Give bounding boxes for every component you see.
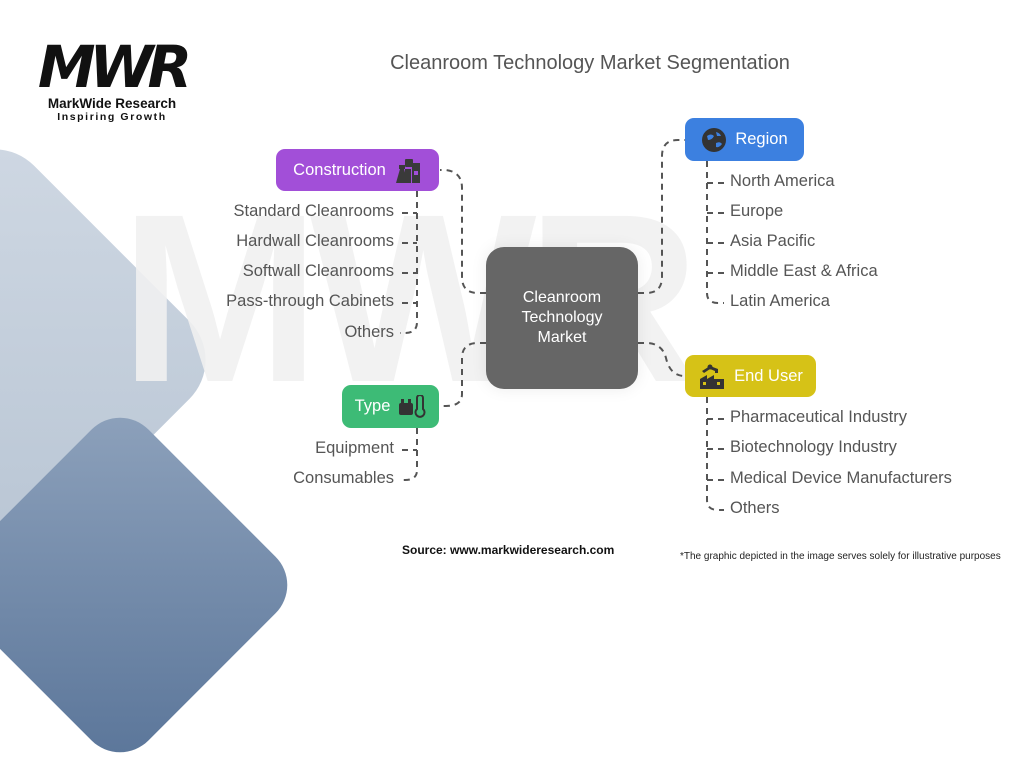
list-item: Equipment — [315, 439, 394, 457]
segment-label: Construction — [293, 160, 386, 179]
logo-mark: MWR — [37, 33, 192, 101]
construction-items: Standard Cleanrooms Hardwall Cleanrooms … — [150, 202, 394, 352]
brand-name: MarkWide Research — [47, 96, 177, 111]
segment-label: End User — [734, 366, 803, 385]
list-item: Latin America — [730, 292, 830, 310]
globe-icon — [702, 127, 727, 152]
list-item: Others — [730, 499, 780, 517]
type-items: Equipment Consumables — [150, 439, 394, 499]
center-line-3: Market — [537, 329, 587, 346]
brand-logo: MWR MarkWide Research Inspiring Growth — [34, 33, 192, 123]
list-item: Medical Device Manufacturers — [730, 469, 952, 487]
equipment-thermometer-icon — [399, 394, 426, 418]
segment-label: Type — [354, 397, 391, 415]
construction-tools-icon — [395, 159, 420, 183]
list-item: Pharmaceutical Industry — [730, 408, 907, 426]
disclaimer-note: *The graphic depicted in the image serve… — [680, 551, 1001, 562]
center-line-1: Cleanroom — [522, 289, 602, 306]
list-item: Consumables — [293, 469, 394, 487]
list-item: North America — [730, 172, 835, 190]
list-item: Asia Pacific — [730, 232, 816, 250]
diagram-title: Cleanroom Technology Market Segmentation — [390, 52, 790, 74]
list-item: Softwall Cleanrooms — [242, 262, 394, 280]
list-item: Standard Cleanrooms — [233, 202, 394, 220]
center-line-2: Technology — [521, 309, 603, 326]
list-item: Biotechnology Industry — [730, 438, 897, 456]
source-credit: Source: www.markwideresearch.com — [402, 543, 615, 557]
segment-node-construction: Construction — [276, 149, 439, 191]
segment-node-end-user: End User — [685, 355, 816, 397]
list-item: Europe — [730, 202, 784, 220]
segment-node-region: Region — [685, 118, 804, 161]
segment-label: Region — [735, 130, 788, 148]
segment-node-type: Type — [342, 385, 439, 428]
brand-tagline: Inspiring Growth — [57, 111, 167, 123]
connector-lines — [400, 139, 724, 511]
list-item: Pass-through Cabinets — [226, 292, 394, 310]
factory-robot-arm-icon — [700, 364, 725, 389]
list-item: Middle East & Africa — [730, 262, 878, 280]
center-node: Cleanroom Technology Market — [486, 247, 638, 389]
list-item: Hardwall Cleanrooms — [236, 232, 394, 250]
list-item: Others — [344, 323, 394, 341]
